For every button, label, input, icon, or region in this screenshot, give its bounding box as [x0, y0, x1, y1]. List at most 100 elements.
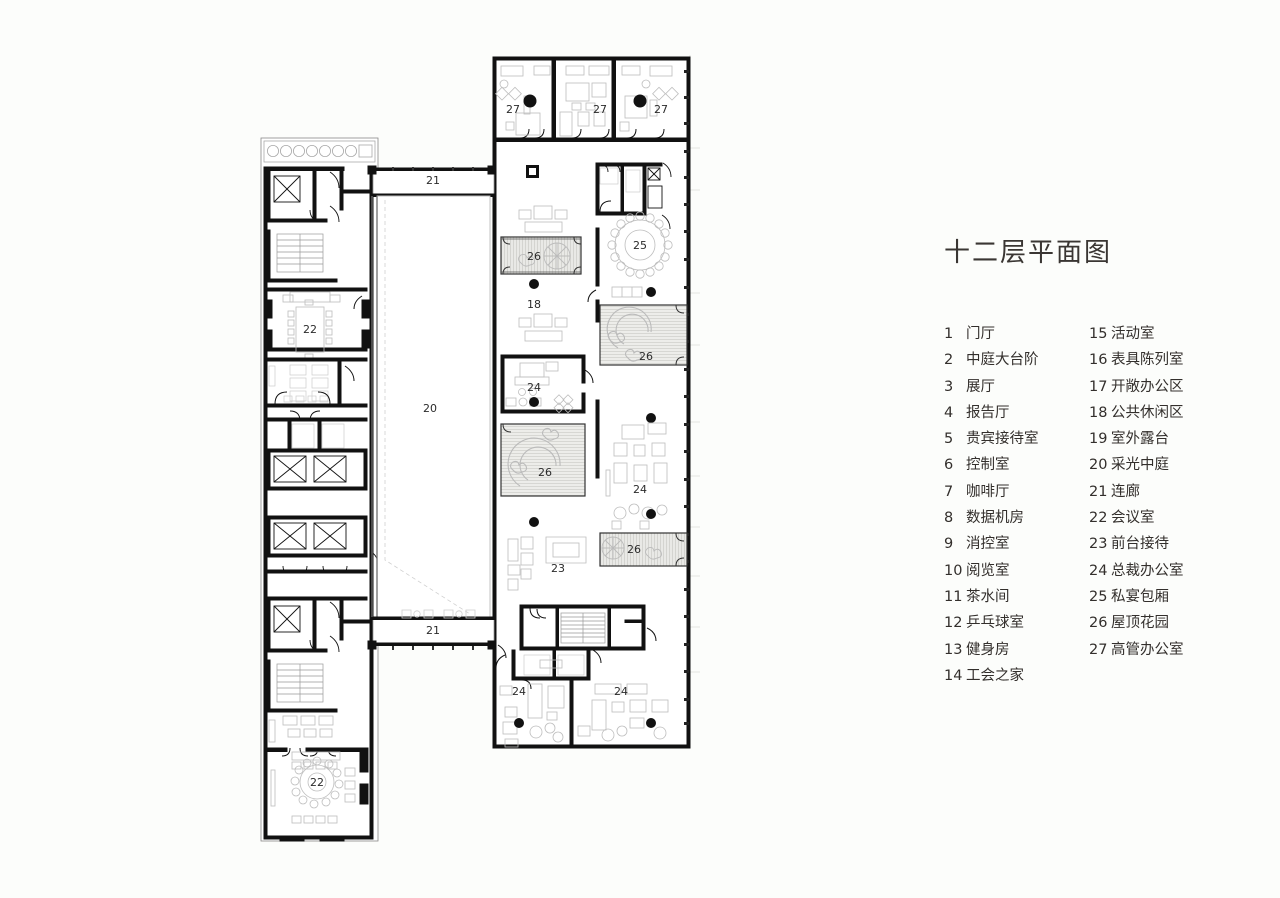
legend-label: 私宴包厢 — [1111, 588, 1169, 605]
legend-number: 3 — [944, 378, 954, 395]
legend-number: 20 — [1089, 457, 1108, 474]
legend-label: 贵宾接待室 — [966, 431, 1039, 448]
legend-label: 高管办公室 — [1111, 641, 1184, 658]
legend-label: 连廊 — [1111, 483, 1140, 500]
legend-number: 6 — [944, 457, 954, 474]
room-label-lounge-public: 18 — [527, 298, 541, 311]
legend-label: 阅览室 — [966, 562, 1010, 579]
legend-number: 16 — [1089, 352, 1108, 369]
legend-number: 17 — [1089, 378, 1108, 395]
room-label-ceo-office-n: 24 — [527, 381, 541, 394]
legend-label: 健身房 — [966, 641, 1010, 658]
legend-label: 开敞办公区 — [1111, 378, 1184, 395]
legend-label: 中庭大台阶 — [966, 352, 1039, 369]
legend-number: 4 — [944, 404, 954, 421]
legend-item-4: 4 报告厅 — [944, 400, 1089, 426]
room-label-atrium: 20 — [423, 402, 437, 415]
legend-number: 14 — [944, 667, 963, 684]
room-label-conference-round: 22 — [310, 776, 324, 789]
room-label-conference-long: 22 — [303, 323, 317, 336]
legend-label: 表具陈列室 — [1111, 352, 1184, 369]
legend-number: 18 — [1089, 404, 1108, 421]
legend-label: 报告厅 — [966, 404, 1010, 421]
legend-number: 10 — [944, 562, 963, 579]
room-label-exec-office-a: 27 — [506, 103, 520, 116]
legend-number: 9 — [944, 536, 954, 553]
legend-number: 13 — [944, 641, 963, 658]
legend-number: 2 — [944, 352, 954, 369]
legend-number: 27 — [1089, 641, 1108, 658]
legend-number: 8 — [944, 510, 954, 527]
room-label-corridor-north: 21 — [426, 174, 440, 187]
link-corridors — [367, 165, 507, 659]
legend-item-6: 6 控制室 — [944, 452, 1089, 478]
room-label-ceo-office-e: 24 — [633, 483, 647, 496]
legend-number: 21 — [1089, 483, 1108, 500]
east-wing — [492, 56, 691, 749]
legend-label: 采光中庭 — [1111, 457, 1169, 474]
room-label-roof-garden-n: 26 — [527, 250, 541, 263]
legend-number: 26 — [1089, 615, 1108, 632]
legend-label: 消控室 — [966, 536, 1010, 553]
page-title: 十二层平面图 — [944, 238, 1113, 268]
room-number-labels: 27 27 27 21 26 25 18 24 26 22 20 26 24 2… — [303, 103, 668, 789]
legend-label: 会议室 — [1111, 510, 1155, 527]
legend-number: 23 — [1089, 536, 1108, 553]
legend-number: 7 — [944, 483, 954, 500]
legend-number: 1 — [944, 326, 954, 342]
legend-label: 公共休闲区 — [1111, 404, 1184, 421]
legend-label: 前台接待 — [1111, 536, 1169, 553]
legend-number: 24 — [1089, 562, 1108, 579]
room-label-private-dining: 25 — [633, 239, 647, 252]
room-label-roof-garden-c: 26 — [538, 466, 552, 479]
room-label-exec-office-b: 27 — [593, 103, 607, 116]
legend-number: 12 — [944, 615, 963, 632]
legend-label: 数据机房 — [966, 510, 1024, 527]
legend-label: 乒乓球室 — [966, 615, 1024, 632]
legend-item-2: 2 中庭大台阶 — [944, 347, 1089, 373]
legend-label: 控制室 — [966, 457, 1010, 474]
legend-label: 总裁办公室 — [1111, 562, 1184, 579]
legend-number: 22 — [1089, 510, 1108, 527]
west-wing — [260, 137, 379, 842]
legend-item-8: 8 数据机房 — [944, 505, 1089, 531]
legend-number: 19 — [1089, 431, 1108, 448]
room-label-ceo-office-s2: 24 — [614, 685, 628, 698]
legend-number: 25 — [1089, 588, 1108, 605]
room-label-ceo-office-s1: 24 — [512, 685, 526, 698]
room-label-roof-garden-e1: 26 — [639, 350, 653, 363]
legend-label: 工会之家 — [966, 667, 1024, 684]
room-label-roof-garden-e2: 26 — [627, 543, 641, 556]
legend-label: 茶水间 — [966, 588, 1010, 605]
legend-number: 15 — [1089, 326, 1108, 342]
room-label-reception: 23 — [551, 562, 565, 575]
legend-label: 屋顶花园 — [1111, 615, 1169, 632]
legend-item-9: 9 消控室 — [944, 531, 1089, 557]
